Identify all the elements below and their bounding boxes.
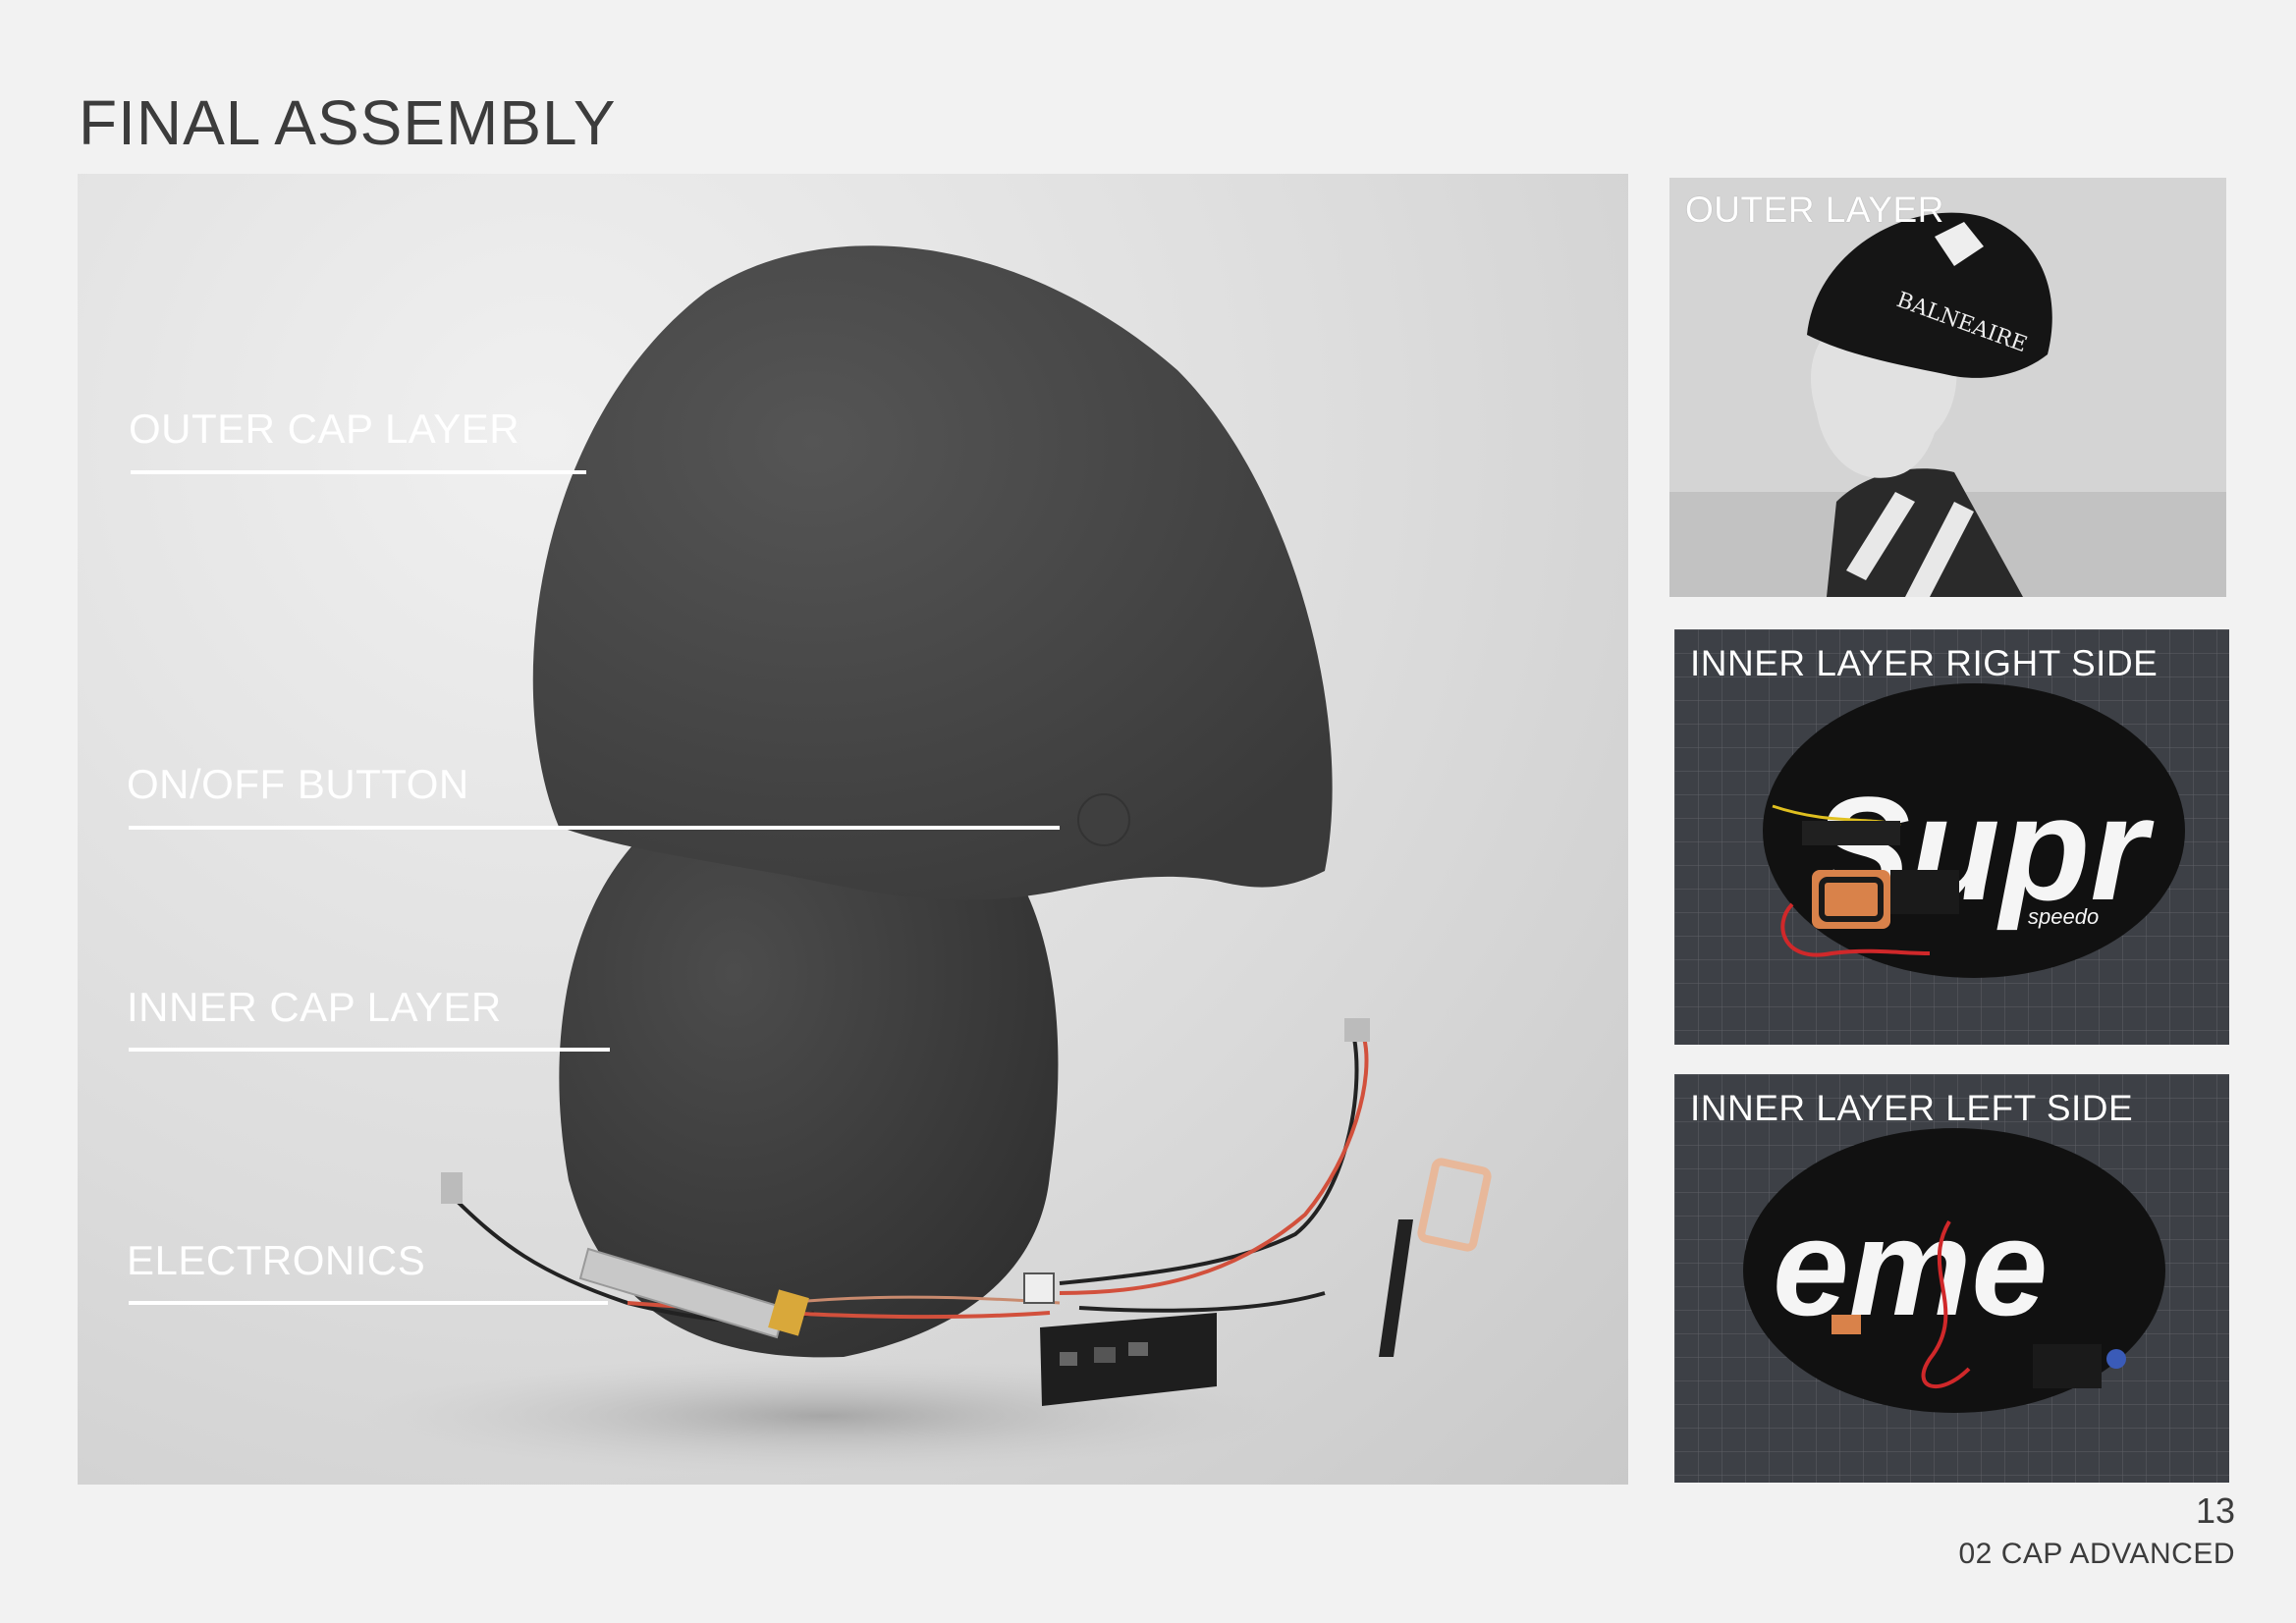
section-label: 02 CAP ADVANCED: [1958, 1538, 2235, 1570]
cap-render-illustration: [362, 245, 1492, 1475]
callout-line-outer-cap: [131, 470, 586, 474]
page-number: 13: [2195, 1490, 2235, 1531]
inner-right-photo-illustration: Supr speedo: [1674, 629, 2229, 1045]
inner-left-photo-illustration: eme: [1674, 1074, 2229, 1483]
inner-cap-shape: [559, 766, 1059, 1358]
callout-line-on-off-button: [129, 826, 1060, 830]
photo-inner-layer-left: eme INNER LAYER LEFT SIDE: [1674, 1074, 2229, 1483]
on-off-button-shape: [1077, 793, 1130, 846]
cap-print-speedo: speedo: [2028, 904, 2099, 929]
page-title: FINAL ASSEMBLY: [79, 87, 617, 158]
photo-outer-layer: BALNEAIRE OUTER LAYER: [1669, 178, 2226, 597]
outer-cap-shape: [532, 245, 1333, 900]
photo-inner-layer-right: Supr speedo INNER LAYER RIGHT SIDE: [1674, 629, 2229, 1045]
callout-on-off-button: ON/OFF BUTTON: [127, 761, 469, 807]
label-inner-layer-left: INNER LAYER LEFT SIDE: [1690, 1088, 2134, 1128]
outer-layer-photo-illustration: BALNEAIRE: [1669, 178, 2226, 597]
callout-line-electronics: [129, 1301, 608, 1305]
assembly-render: OUTER CAP LAYER ON/OFF BUTTON INNER CAP …: [78, 174, 1628, 1485]
callout-outer-cap: OUTER CAP LAYER: [129, 406, 520, 452]
callout-line-inner-cap: [129, 1048, 610, 1052]
callout-inner-cap: INNER CAP LAYER: [127, 984, 502, 1030]
label-outer-layer: OUTER LAYER: [1685, 189, 1944, 230]
callout-electronics: ELECTRONICS: [127, 1237, 426, 1283]
cap-print-eme: eme: [1773, 1190, 2048, 1344]
label-inner-layer-right: INNER LAYER RIGHT SIDE: [1690, 643, 2159, 683]
